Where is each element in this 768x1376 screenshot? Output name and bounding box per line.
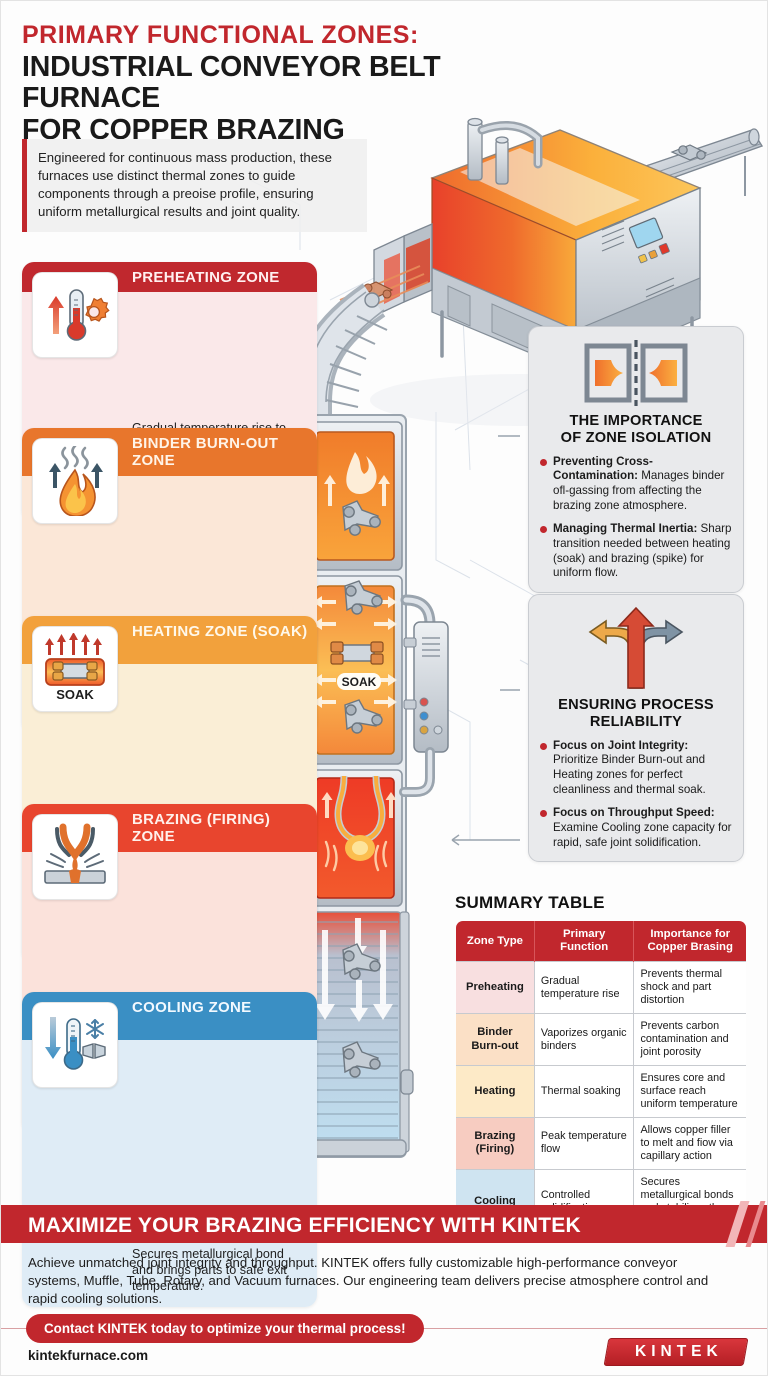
panel-title-process-reliability: ENSURING PROCESS RELIABILITY [540, 697, 732, 731]
zone-title-binder: BINDER BURN-OUT ZONE [132, 435, 279, 469]
panel-title-line1: ENSURING PROCESS [558, 697, 714, 713]
panel-title-zone-isolation: THE IMPORTANCE OF ZONE ISOLATION [540, 413, 732, 447]
summary-function-cell: Vaporizes organic binders [533, 1013, 635, 1066]
page-title: INDUSTRIAL CONVEYOR BELT FURNACE FOR COP… [22, 50, 522, 148]
page-header: PRIMARY FUNCTIONAL ZONES: INDUSTRIAL CON… [22, 21, 522, 148]
bullet-label: Preventing Cross-Contamination: [553, 454, 653, 483]
summary-zone-cell: Brazing (Firing) [456, 1116, 535, 1170]
thermometer-gear-icon [32, 272, 118, 358]
part-silhouette [342, 500, 381, 536]
kintek-logo[interactable]: KINTEK [603, 1338, 749, 1366]
summary-table-section: SUMMARY TABLE Zone Type Primary Function… [455, 893, 747, 1235]
bullet-text: Examine Cooling zone capacity for rapid,… [553, 820, 732, 849]
summary-header-cell: Primary Function [534, 921, 635, 962]
summary-importance-cell: Prevents carbon contamination and joint … [633, 1013, 746, 1066]
zone-title-heating: HEATING ZONE (SOAK) [132, 623, 308, 640]
panel-process-reliability[interactable]: ENSURING PROCESS RELIABILITY Focus on Jo… [528, 594, 744, 863]
summary-zone-cell: Heating [456, 1064, 535, 1118]
bullet-text: Manages binder ofl-gassing from affectin… [553, 469, 725, 513]
summary-header-cell: Zone Type [456, 921, 535, 962]
zone-title-preheating: PREHEATING ZONE [132, 269, 280, 286]
bullet-text: Prioritize Binder Burn-out and Heating z… [553, 753, 706, 797]
footer-banner-title: MAXIMIZE YOUR BRAZING EFFICIENCY WITH KI… [28, 1214, 581, 1237]
summary-header-cell: Importance for Copper Brasing [633, 921, 746, 962]
summary-importance-cell: Prevents thermal shock and part distorti… [633, 961, 746, 1015]
panel-bullet: Preventing Cross-Contamination: Manages … [540, 455, 732, 514]
panel-bullet: Focus on Throughput Speed: Examine Cooli… [540, 806, 732, 850]
soak-part-icon: SOAK [32, 626, 118, 712]
website-url[interactable]: kintekfurnace.com [28, 1348, 149, 1363]
table-row: Binder Burn-out Vaporizes organic binder… [456, 1013, 746, 1066]
inlet-roller-conveyor [638, 128, 764, 226]
bullet-label: Focus on Joint Integrity: [553, 738, 689, 752]
three-way-arrows-icon [540, 605, 732, 693]
table-row: Brazing (Firing) Peak temperature flow A… [456, 1116, 746, 1170]
thermometer-snowflake-icon [32, 1002, 118, 1088]
molten-filler-joint-icon [32, 814, 118, 900]
panel-bullet: Managing Thermal Inertia: Sharp transiti… [540, 522, 732, 581]
intro-text: Engineered for continuous mass productio… [38, 150, 332, 219]
summary-zone-cell: Preheating [456, 961, 535, 1015]
panel-title-line2: OF ZONE ISOLATION [560, 429, 712, 446]
chamber-soak: SOAK [307, 575, 403, 765]
table-row: Heating Thermal soaking Ensures core and… [456, 1064, 746, 1118]
summary-table-title: SUMMARY TABLE [455, 893, 605, 912]
footer-body-text: Achieve unmatched joint integrity and th… [28, 1255, 709, 1307]
zone-card-cooling[interactable]: COOLING ZONE Controlled lowering of temp… [22, 992, 317, 1307]
soak-label: SOAK [342, 675, 377, 689]
summary-function-cell: Gradual temperature rise [533, 961, 635, 1015]
inlet-part [670, 144, 708, 161]
summary-zone-cell: Binder Burn-out [456, 1013, 535, 1066]
summary-header-row: Zone Type Primary Function Importance fo… [456, 921, 746, 962]
two-chamber-isolation-icon [540, 337, 732, 409]
summary-function-cell: Thermal soaking [533, 1064, 635, 1118]
zone-title-brazing: BRAZING (FIRING) ZONE [132, 811, 271, 845]
panel-title-line2: RELIABILITY [589, 713, 683, 730]
zone-title-cooling: COOLING ZONE [132, 999, 252, 1016]
panel-bullet: Focus on Joint Integrity: Prioritize Bin… [540, 739, 732, 798]
summary-table: Zone Type Primary Function Importance fo… [455, 920, 747, 1235]
banner-slash-icon [745, 1201, 766, 1247]
table-row: Preheating Gradual temperature rise Prev… [456, 961, 746, 1015]
utility-cabinet [399, 594, 449, 797]
soak-badge-label: SOAK [56, 687, 94, 702]
bullet-label: Focus on Throughput Speed: [553, 805, 715, 819]
flame-smoke-icon [32, 438, 118, 524]
contact-cta-button[interactable]: Contact KINTEK today to optimize your th… [26, 1314, 424, 1343]
callout-connectors [451, 435, 520, 846]
title-kicker: PRIMARY FUNCTIONAL ZONES: [22, 21, 419, 49]
chamber-brazing [307, 769, 403, 907]
panel-title-line1: THE IMPORTANCE [569, 413, 703, 429]
panel-zone-isolation[interactable]: THE IMPORTANCE OF ZONE ISOLATION Prevent… [528, 326, 744, 594]
bullet-text: Sharp transition needed between heating … [553, 521, 732, 580]
summary-function-cell: Peak temperature flow [533, 1116, 635, 1170]
curved-conveyor [292, 283, 388, 420]
chamber-binder [307, 421, 403, 571]
summary-importance-cell: Ensures core and surface reach uniform t… [633, 1064, 746, 1118]
bullet-label: Managing Thermal Inertia: [553, 521, 698, 535]
banner-slash-icon [725, 1201, 750, 1247]
zone-text-2: Secures metallurgical bond and brings pa… [132, 1247, 287, 1294]
footer-banner: MAXIMIZE YOUR BRAZING EFFICIENCY WITH KI… [0, 1201, 768, 1247]
summary-importance-cell: Allows copper filler to melt and fiow vi… [633, 1116, 746, 1170]
soak-part [330, 641, 384, 665]
page-title-line1: INDUSTRIAL CONVEYOR BELT FURNACE [22, 50, 441, 115]
intro-box: Engineered for continuous mass productio… [22, 139, 367, 232]
vertical-furnace-frame [303, 414, 407, 1158]
kintek-logo-text: KINTEK [634, 1343, 723, 1360]
